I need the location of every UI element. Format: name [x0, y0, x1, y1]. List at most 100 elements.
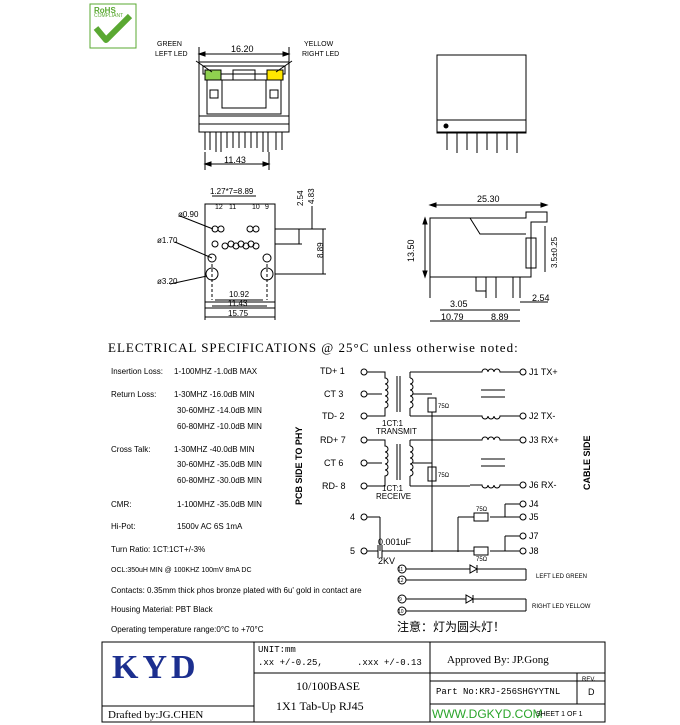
receive-ratio: 1CT:1 [382, 484, 403, 493]
pin-ct-3: CT 3 [324, 389, 344, 399]
cmr-value: 1-100MHZ -35.0dB MIN [177, 500, 262, 509]
pcb-side-label: PCB SIDE TO PHY [294, 426, 304, 505]
pin-j6: J6 RX- [529, 480, 557, 490]
drafted-by: Drafted by:JG.CHEN [108, 709, 204, 721]
rohs-subtitle: COMPLIANT [94, 13, 124, 19]
led-pin-9: 9 [399, 597, 402, 603]
electrical-heading: ELECTRICAL SPECIFICATIONS @ 25°C unless … [108, 340, 519, 355]
resistor-j45: 75Ω [476, 507, 488, 513]
pin-j8: J8 [529, 546, 539, 556]
led-yellow-label: RIGHT LED YELLOW [532, 604, 591, 610]
pcb-dim-483: 4.83 [307, 188, 316, 204]
cap-value: 0.001uF [378, 537, 412, 547]
title-line-1: 10/100BASE [296, 679, 361, 693]
operating-temp: Operating temperature range:0°C to +70°C [111, 625, 264, 634]
pin-td-minus: TD- 2 [322, 411, 345, 421]
led-green-label: LEFT LED GREEN [536, 574, 587, 580]
side-dim-35: 3.5±0.25 [550, 236, 559, 268]
unit-label: UNIT:mm [258, 645, 296, 655]
pin-4: 4 [350, 512, 356, 522]
front-dim-top: 16.20 [231, 44, 254, 54]
pin-j1: J1 TX+ [529, 367, 558, 377]
rohs-title: RoHS [94, 6, 116, 15]
tolerance-xx: .xx +/-0.25, [258, 658, 323, 668]
insertion-loss-label: Insertion Loss: [111, 367, 164, 376]
pcb-dim-pitch: 1.27*7=8.89 [210, 187, 254, 196]
pcb-pin-9: 9 [265, 204, 269, 211]
part-no: Part No:KRJ-256SHGYYTNL [436, 687, 561, 697]
led-pin-10: 10 [398, 609, 404, 615]
resistor-j78: 75Ω [476, 557, 488, 563]
front-view-drawing [195, 47, 293, 170]
kyd-logo: KYD [112, 649, 200, 686]
transmit-ratio: 1CT:1 [382, 419, 403, 428]
led-pin-12: 12 [398, 578, 404, 584]
led-pin-11: 11 [398, 567, 404, 573]
note-text: 注意：灯为圆头灯！ [397, 620, 506, 634]
pin-j3: J3 RX+ [529, 435, 559, 445]
pcb-dim-170: ø1.70 [157, 236, 178, 245]
cross-talk-2: 30-60MHZ -35.0dB MIN [177, 460, 262, 469]
pin-j5: J5 [529, 512, 539, 522]
pin-5: 5 [350, 546, 356, 556]
pin-rd-plus: RD+ 7 [320, 435, 346, 445]
rev-label: REV. [582, 677, 596, 683]
side-dim-1079: 10.79 [441, 312, 464, 322]
green-led-sub: LEFT LED [155, 51, 188, 58]
pcb-dim-1143: 11.43 [228, 299, 248, 308]
pcb-pin-11: 11 [229, 204, 237, 211]
title-line-2: 1X1 Tab-Up RJ45 [276, 699, 364, 713]
pin-j4: J4 [529, 499, 539, 509]
pcb-layout-drawing [169, 195, 326, 320]
pin-td-plus: TD+ 1 [320, 366, 345, 376]
pcb-dim-1092: 10.92 [229, 290, 250, 299]
pcb-dim-090: ø0.90 [178, 210, 199, 219]
return-loss-1: 1-30MHZ -16.0dB MIN [174, 390, 255, 399]
sheet-info: SHEET 1 OF 1 [536, 711, 583, 718]
side-dim-889: 8.89 [491, 312, 509, 322]
receive-label: RECEIVE [376, 492, 412, 501]
pin-j2: J2 TX- [529, 411, 556, 421]
pcb-dim-254: 2.54 [296, 190, 305, 206]
side-dim-1350: 13.50 [406, 239, 416, 262]
transmit-label: TRANSMIT [376, 427, 417, 436]
cross-talk-1: 1-30MHZ -40.0dB MIN [174, 445, 255, 454]
contacts: Contacts: 0.35mm thick phos bronze plate… [111, 586, 362, 595]
cmr-label: CMR: [111, 500, 132, 509]
pcb-pin-10: 10 [252, 204, 260, 211]
cross-talk-3: 60-80MHZ -30.0dB MIN [177, 476, 262, 485]
green-led-label: GREEN [157, 41, 182, 48]
pin-rd-minus: RD- 8 [322, 481, 346, 491]
cap-voltage: 2KV [378, 556, 396, 566]
side-dim-305: 3.05 [450, 299, 468, 309]
hipot-value: 1500v AC 6S 1mA [177, 522, 243, 531]
resistor-tx: 75Ω [438, 404, 450, 410]
return-loss-2: 30-60MHZ -14.0dB MIN [177, 406, 262, 415]
side-dim-2530: 25.30 [477, 194, 500, 204]
side-dim-254: 2.54 [532, 293, 550, 303]
website: WWW.DGKYD.COM [432, 707, 543, 721]
tolerance-xxx: .xxx +/-0.13 [357, 658, 422, 668]
rear-view-drawing [436, 54, 527, 153]
yellow-led-label: YELLOW [304, 41, 334, 48]
resistor-rx: 75Ω [438, 473, 450, 479]
approved-by: Approved By: JP.Gong [447, 654, 549, 666]
hipot-label: Hi-Pot: [111, 522, 136, 531]
insertion-loss-value: 1-100MHZ -1.0dB MAX [174, 367, 258, 376]
ocl: OCL:350uH MIN @ 100KHZ 100mV 8mA DC [111, 567, 252, 574]
pin-j7: J7 [529, 531, 539, 541]
yellow-led-sub: RIGHT LED [302, 51, 340, 58]
housing-material: Housing Material: PBT Black [111, 605, 213, 614]
title-block-frame [101, 641, 606, 723]
side-view-drawing [422, 202, 549, 322]
schematic-drawing [360, 368, 527, 616]
cable-side-label: CABLE SIDE [582, 435, 592, 490]
pcb-dim-1575: 15.75 [228, 309, 249, 318]
turn-ratio: Turn Ratio: 1CT:1CT+/-3% [111, 545, 206, 554]
pcb-dim-889: 8.89 [316, 242, 325, 258]
pin-ct-6: CT 6 [324, 458, 344, 468]
return-loss-3: 60-80MHZ -10.0dB MIN [177, 422, 262, 431]
front-dim-bottom: 11.43 [224, 155, 246, 165]
pcb-dim-320: ø3.20 [157, 277, 178, 286]
